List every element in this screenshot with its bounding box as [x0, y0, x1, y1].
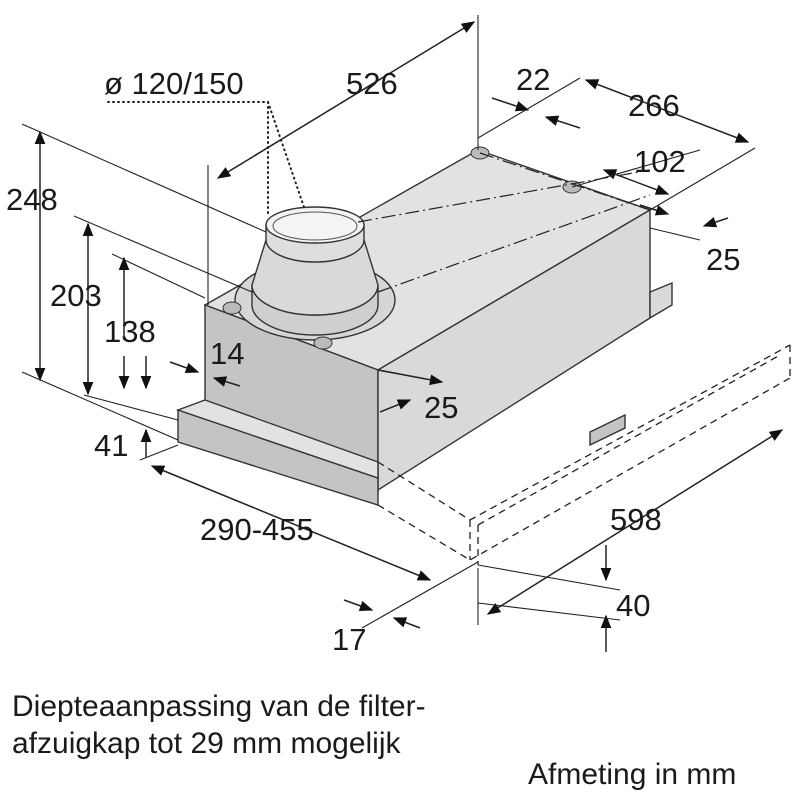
- screw-hole-front-left: [222, 301, 242, 315]
- label-22: 22: [516, 62, 550, 97]
- dim-25-right-a: [639, 204, 670, 216]
- duct-opening-inner: [272, 211, 358, 241]
- dim-203-ext: [73, 215, 253, 293]
- dim-14-line-b: [212, 376, 241, 387]
- dim-25-right-ext: [649, 227, 701, 241]
- label-25-right: 25: [706, 242, 740, 277]
- dim-248-ext-top: [21, 123, 267, 233]
- label-203: 203: [50, 278, 102, 313]
- dim-248-ext-bottom: [21, 371, 179, 441]
- dim-266-ext: [649, 147, 756, 211]
- dim-40-ext-a: [477, 564, 621, 591]
- dim-22-line-b: [544, 115, 581, 129]
- duct-diameter-leader-2: [267, 101, 306, 211]
- dim-25-right-b: [702, 217, 729, 228]
- drawer-handle-slot: [589, 413, 626, 447]
- centerline-side: [479, 152, 651, 211]
- label-102: 102: [634, 144, 686, 179]
- label-138: 138: [104, 314, 156, 349]
- caption-line-1: Diepteaanpassing van de filter-: [12, 690, 426, 723]
- dim-266-line: [584, 79, 750, 143]
- dim-290-455-ext: [139, 444, 179, 461]
- dim-40-ext-b: [477, 602, 621, 621]
- centerline-front: [377, 194, 651, 293]
- dim-22-line: [491, 97, 530, 112]
- label-526: 526: [346, 66, 398, 101]
- dim-17-line-a: [343, 599, 374, 611]
- dim-17-line-b: [392, 617, 421, 629]
- dim-290-455-line: [150, 465, 432, 581]
- label-598: 598: [610, 502, 662, 537]
- duct-cone: [251, 239, 379, 316]
- caption-line-2: afzuigkap tot 29 mm mogelijk: [12, 727, 401, 760]
- label-14: 14: [210, 336, 244, 371]
- duct-connector: [234, 206, 396, 341]
- dim-526-line: [216, 21, 476, 179]
- label-25-front: 25: [424, 390, 458, 425]
- dim-102-ext: [571, 149, 701, 188]
- units-note: Afmeting in mm: [528, 758, 737, 791]
- dim-25-front-b: [379, 399, 412, 413]
- duct-opening: [265, 206, 365, 244]
- dim-14-line-a: [169, 361, 200, 373]
- label-duct-diameter: ø 120/150: [104, 66, 244, 101]
- hood-side-bracket: [649, 281, 673, 320]
- dim-598-line: [486, 429, 784, 615]
- dim-138-ext: [111, 253, 206, 299]
- label-266: 266: [628, 88, 680, 123]
- label-17: 17: [332, 622, 366, 657]
- label-41: 41: [94, 428, 128, 463]
- dim-25-front-a: [377, 369, 444, 386]
- label-290-455: 290-455: [200, 512, 314, 547]
- dim-22-ext: [477, 77, 581, 139]
- dim-41-ext: [83, 394, 179, 421]
- label-40: 40: [616, 588, 650, 623]
- label-248: 248: [6, 182, 58, 217]
- dim-17-ext: [361, 561, 479, 629]
- screw-hole-front-right: [313, 336, 333, 350]
- dim-102-line: [602, 169, 670, 195]
